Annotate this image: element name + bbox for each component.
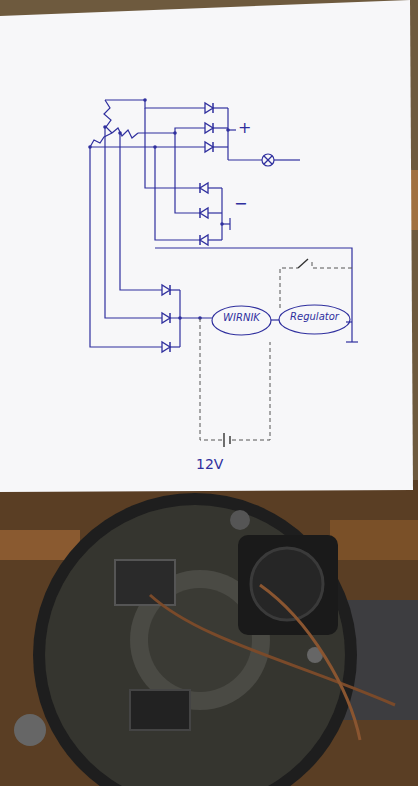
node-text: Regulator [279,305,350,328]
ellipse-node: Regulator [279,305,350,334]
schematic-label: 12V [196,456,223,472]
ellipse-node: WIRNIK [212,306,271,335]
node-text: WIRNIK [212,306,271,329]
wire-connector [271,320,279,321]
schematic-label: + [238,118,251,137]
schematic-label: − [234,194,247,213]
